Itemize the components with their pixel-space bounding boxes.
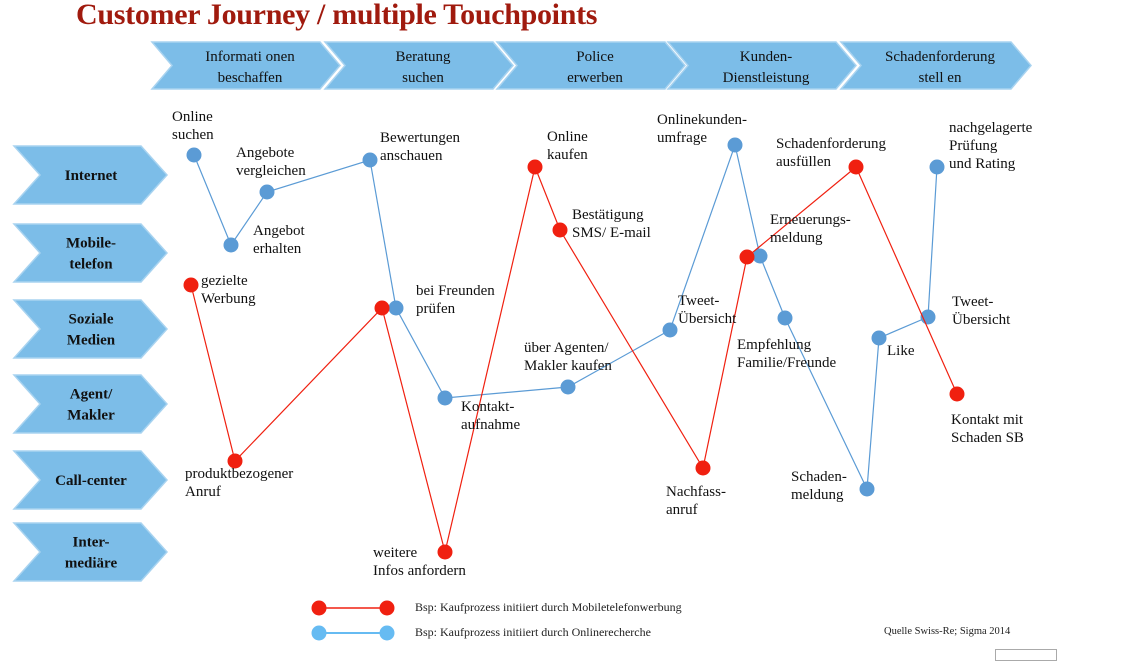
corner-box — [995, 649, 1057, 661]
touchpoint-label: über Agenten/ Makler kaufen — [524, 340, 612, 374]
touchpoint-label: Bewertungen anschauen — [380, 130, 460, 164]
touchpoint-node — [259, 184, 275, 200]
channel-label: mediäre — [65, 556, 118, 572]
touchpoint-label: Bestätigung SMS/ E-mail — [572, 207, 651, 241]
touchpoint-node — [662, 322, 678, 338]
touchpoint-label: Angebote vergleichen — [236, 145, 306, 179]
legend-red-label: Bsp: Kaufprozess initiiert durch Mobilet… — [415, 600, 682, 614]
touchpoint-node — [871, 330, 887, 346]
touchpoint-label: Schaden- meldung — [791, 469, 847, 503]
touchpoint-node — [388, 300, 404, 316]
touchpoint-label: produktbezogener Anruf — [185, 466, 294, 500]
phase-label: erwerben — [567, 70, 623, 86]
legend-mark-blue — [311, 625, 395, 641]
phase-label: Kunden- — [740, 49, 793, 65]
touchpoint-node — [777, 310, 793, 326]
touchpoint-label: Kontakt- aufnahme — [461, 399, 521, 433]
touchpoint-label: Tweet- Übersicht — [952, 294, 1011, 328]
touchpoint-label: bei Freunden prüfen — [416, 283, 495, 317]
channel-label: Medien — [67, 333, 116, 349]
channel-arrow-inter-mediäre: Inter-mediäre — [12, 522, 169, 582]
touchpoint-label: Nachfass- anruf — [666, 484, 726, 518]
channel-arrows: InternetMobile-telefonSozialeMedienAgent… — [12, 145, 169, 582]
channel-label: Mobile- — [66, 236, 116, 252]
touchpoint-label: gezielte Werbung — [201, 273, 256, 307]
touchpoint-label: Online kaufen — [547, 129, 588, 163]
touchpoint-node — [183, 277, 199, 293]
phase-label: Schadenforderung — [885, 49, 995, 65]
channel-arrow-call-center: Call-center — [12, 450, 169, 510]
phase-arrow-1: Informati onen beschaffen — [150, 41, 341, 90]
channel-label: Soziale — [69, 312, 114, 328]
touchpoint-node — [695, 460, 711, 476]
diagram-title: Customer Journey / multiple Touchpoints — [76, 0, 598, 31]
touchpoint-node — [739, 249, 755, 265]
phase-label: Beratung — [396, 49, 451, 65]
phase-label: suchen — [402, 70, 444, 86]
touchpoint-node — [727, 137, 743, 153]
phase-arrow-3: Police erwerben — [495, 41, 686, 90]
channel-arrow-agent-makler: Agent/Makler — [12, 374, 169, 434]
source-note: Quelle Swiss-Re; Sigma 2014 — [884, 626, 1011, 637]
touchpoint-node — [223, 237, 239, 253]
touchpoint-node — [859, 481, 875, 497]
touchpoint-node — [552, 222, 568, 238]
channel-label: Inter- — [73, 535, 110, 551]
red-path — [183, 159, 965, 560]
blue-path-line — [193, 142, 938, 492]
touchpoint-node — [949, 386, 965, 402]
channel-label: Makler — [67, 408, 115, 424]
touchpoint-node — [929, 159, 945, 175]
touchpoint-node — [186, 147, 202, 163]
phase-label: beschaffen — [218, 70, 283, 86]
phase-label: Informati onen — [205, 49, 295, 65]
touchpoint-label: Like — [887, 343, 915, 359]
legend-marks — [311, 600, 395, 641]
touchpoint-node — [437, 390, 453, 406]
touchpoint-label: Empfehlung Familie/Freunde — [737, 337, 837, 371]
touchpoint-node — [374, 300, 390, 316]
touchpoint-label: nachgelagerte Prüfung und Rating — [949, 120, 1033, 172]
legend-mark-red — [311, 600, 395, 616]
phase-arrow-2: Beratung suchen — [323, 41, 514, 90]
touchpoint-label: Erneuerungs- meldung — [770, 212, 851, 246]
touchpoint-label: Onlinekunden- umfrage — [657, 112, 747, 146]
touchpoint-label: Angebot erhalten — [253, 223, 305, 257]
touchpoint-node — [848, 159, 864, 175]
touchpoint-node — [227, 453, 243, 469]
touchpoint-node — [362, 152, 378, 168]
phase-label: Police — [576, 49, 614, 65]
touchpoint-label: Schadenforderung ausfüllen — [776, 136, 886, 170]
touchpoint-node — [560, 379, 576, 395]
touchpoint-label: Tweet- Übersicht — [678, 293, 737, 327]
phase-label: Dienstleistung — [723, 70, 810, 86]
phase-arrow-4: Kunden- Dienstleistung — [666, 41, 857, 90]
channel-label: Agent/ — [70, 387, 113, 403]
channel-arrow-internet: Internet — [12, 145, 169, 205]
blue-path — [186, 137, 945, 497]
channel-label: Call-center — [55, 473, 127, 489]
touchpoint-label: weitere Infos anfordern — [373, 545, 466, 579]
touchpoint-node — [437, 544, 453, 560]
journey-paths — [183, 137, 965, 560]
phase-arrow-5: Schadenforderung stell en — [839, 41, 1032, 90]
red-path-line — [190, 164, 958, 553]
channel-label: Internet — [65, 168, 118, 184]
touchpoint-label: Online suchen — [172, 109, 214, 143]
touchpoint-node — [527, 159, 543, 175]
touchpoint-node — [752, 248, 768, 264]
phase-label: stell en — [919, 70, 962, 86]
channel-arrow-mobile-telefon: Mobile-telefon — [12, 223, 169, 283]
channel-label: telefon — [69, 257, 113, 273]
touchpoint-label: Kontakt mit Schaden SB — [951, 412, 1024, 446]
phase-arrows: Informati onen beschaffen Beratung suchen Po… — [150, 41, 1032, 90]
legend-blue-label: Bsp: Kaufprozess initiiert durch Onliner… — [415, 625, 651, 639]
